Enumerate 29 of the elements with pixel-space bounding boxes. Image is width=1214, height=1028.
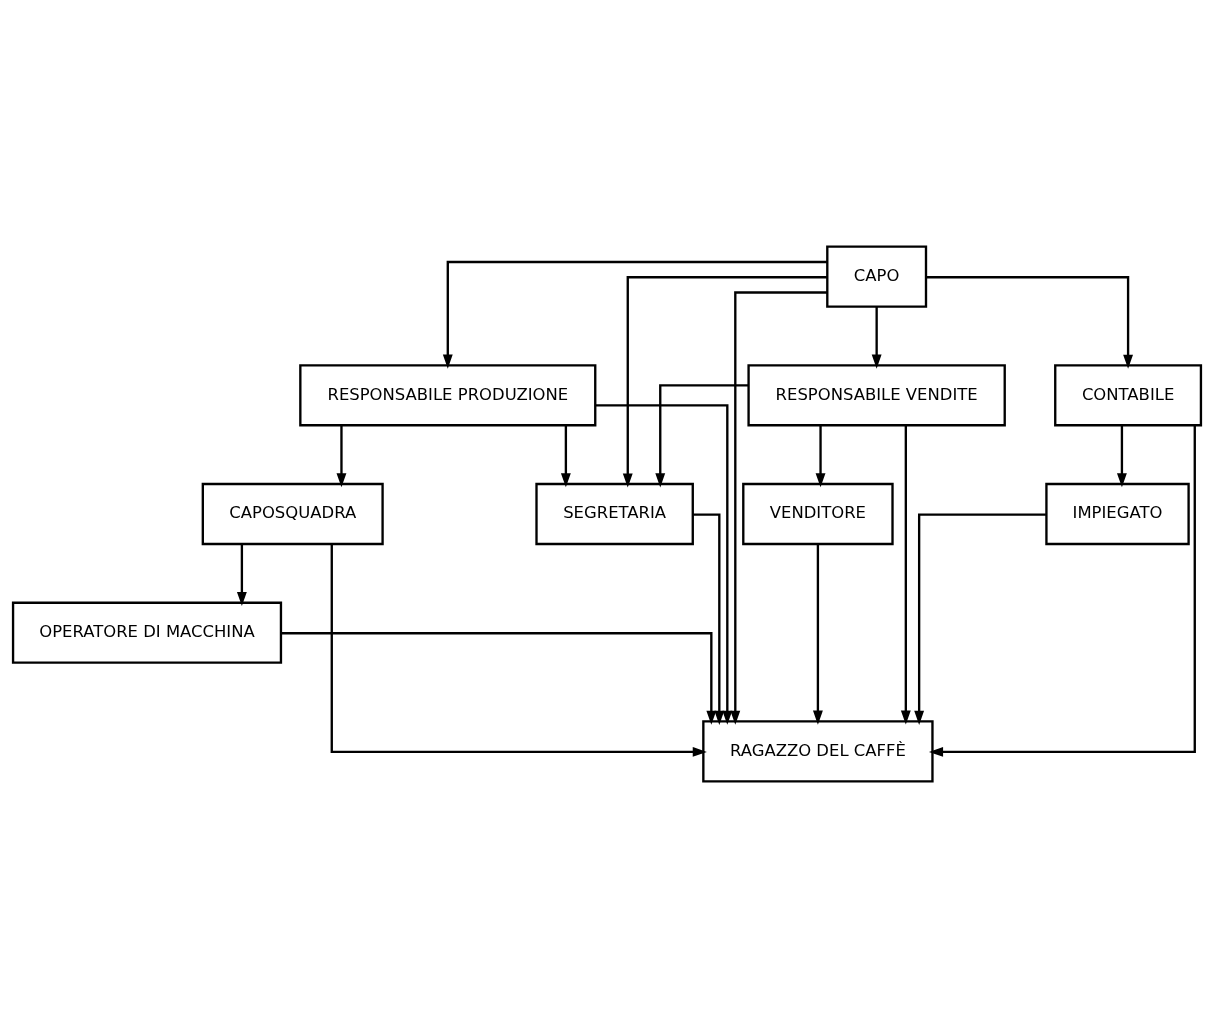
node-box: CAPOSQUADRA xyxy=(201,482,384,546)
node-box: RESPONSABILE PRODUZIONE xyxy=(299,364,597,427)
node-box: CAPO xyxy=(826,245,928,308)
arrow xyxy=(914,513,1046,725)
arrow xyxy=(281,632,717,725)
node-box: CONTABILE xyxy=(1054,364,1203,427)
arrow xyxy=(1116,425,1127,488)
arrow xyxy=(928,425,1196,757)
arrow xyxy=(330,544,707,757)
node-box: OPERATORE DI MACCHINA xyxy=(11,601,283,664)
arrow xyxy=(595,404,733,725)
arrow xyxy=(622,276,828,488)
arrow xyxy=(655,384,749,488)
arrow xyxy=(815,425,826,488)
arrow xyxy=(560,425,571,488)
arrow xyxy=(730,291,828,725)
arrow xyxy=(336,425,347,488)
node-box: RESPONSABILE VENDITE xyxy=(747,364,1006,427)
arrow xyxy=(812,544,823,725)
node-box: VENDITORE xyxy=(742,482,894,546)
arrow xyxy=(236,544,247,607)
arrow xyxy=(442,260,828,369)
node-box: SEGRETARIA xyxy=(535,482,694,546)
arrow xyxy=(692,513,725,725)
arrow xyxy=(900,425,911,725)
node-box: IMPIEGATO xyxy=(1045,482,1190,546)
node-box: RAGAZZO DEL CAFFÈ xyxy=(702,720,934,783)
arrow xyxy=(871,306,882,369)
arrow xyxy=(926,276,1134,369)
